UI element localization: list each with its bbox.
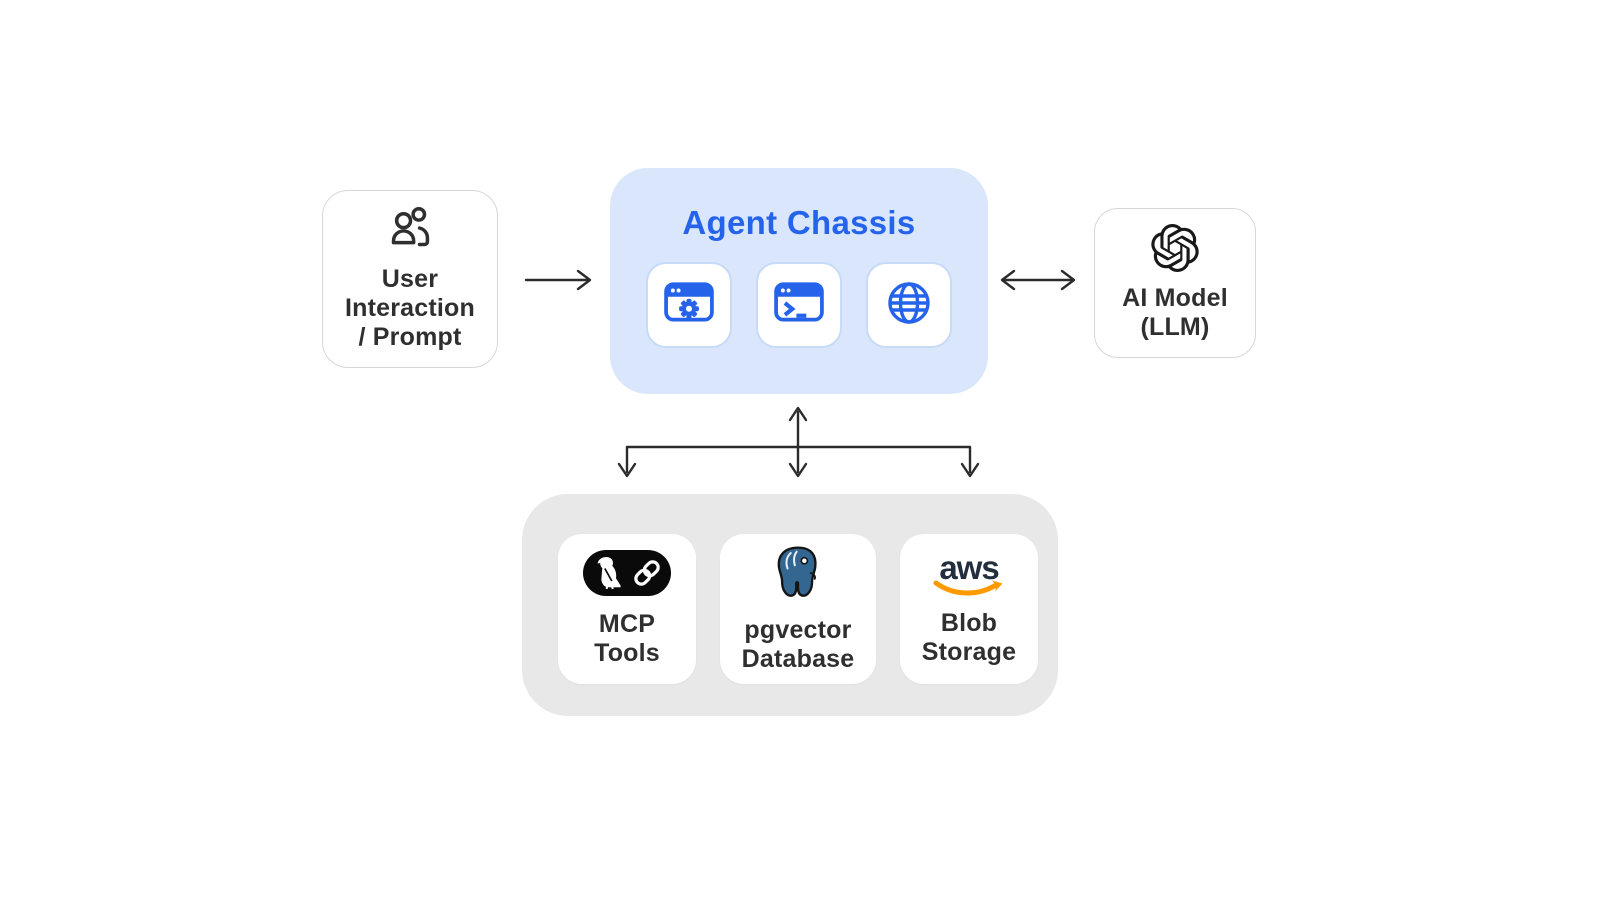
chassis-card-app: [646, 262, 732, 348]
terminal-icon: [774, 281, 824, 329]
aws-logo: aws: [932, 551, 1006, 600]
openai-logo: [1151, 223, 1199, 277]
tools-group: MCP Tools pgvector Database aws: [522, 494, 1058, 716]
arrow-chassis-tools-bidirectional: [788, 406, 808, 478]
postgresql-elephant-icon: [769, 544, 827, 607]
arrow-user-to-chassis: [524, 269, 592, 291]
arrow-chassis-ai-bidirectional: [1000, 269, 1076, 291]
chassis-card-web: [866, 262, 952, 348]
aws-logo-text: aws: [939, 548, 999, 586]
app-window-gear-icon: [664, 281, 714, 329]
ai-node-label: AI Model (LLM): [1122, 283, 1228, 341]
chassis-icon-row: [610, 262, 988, 348]
mcp-tools-card: MCP Tools: [558, 534, 696, 684]
user-node-label: User Interaction / Prompt: [345, 264, 475, 352]
mcp-bird-link-icon: [583, 549, 671, 601]
mcp-tools-label: MCP Tools: [594, 609, 660, 667]
aws-smile-arrow: [933, 580, 1003, 596]
globe-icon: [885, 279, 933, 332]
agent-chassis-title: Agent Chassis: [682, 204, 916, 241]
users-icon: [386, 206, 434, 255]
blob-storage-label: Blob Storage: [921, 608, 1017, 666]
pgvector-database-card: pgvector Database: [720, 534, 876, 684]
chassis-card-terminal: [756, 262, 842, 348]
user-interaction-node: User Interaction / Prompt: [322, 190, 498, 368]
blob-storage-card: aws Blob Storage: [900, 534, 1038, 684]
ai-model-node: AI Model (LLM): [1094, 208, 1256, 358]
branch-line-to-tools: [617, 445, 980, 478]
agent-chassis-node: Agent Chassis: [610, 168, 988, 394]
pgvector-database-label: pgvector Database: [741, 615, 855, 673]
